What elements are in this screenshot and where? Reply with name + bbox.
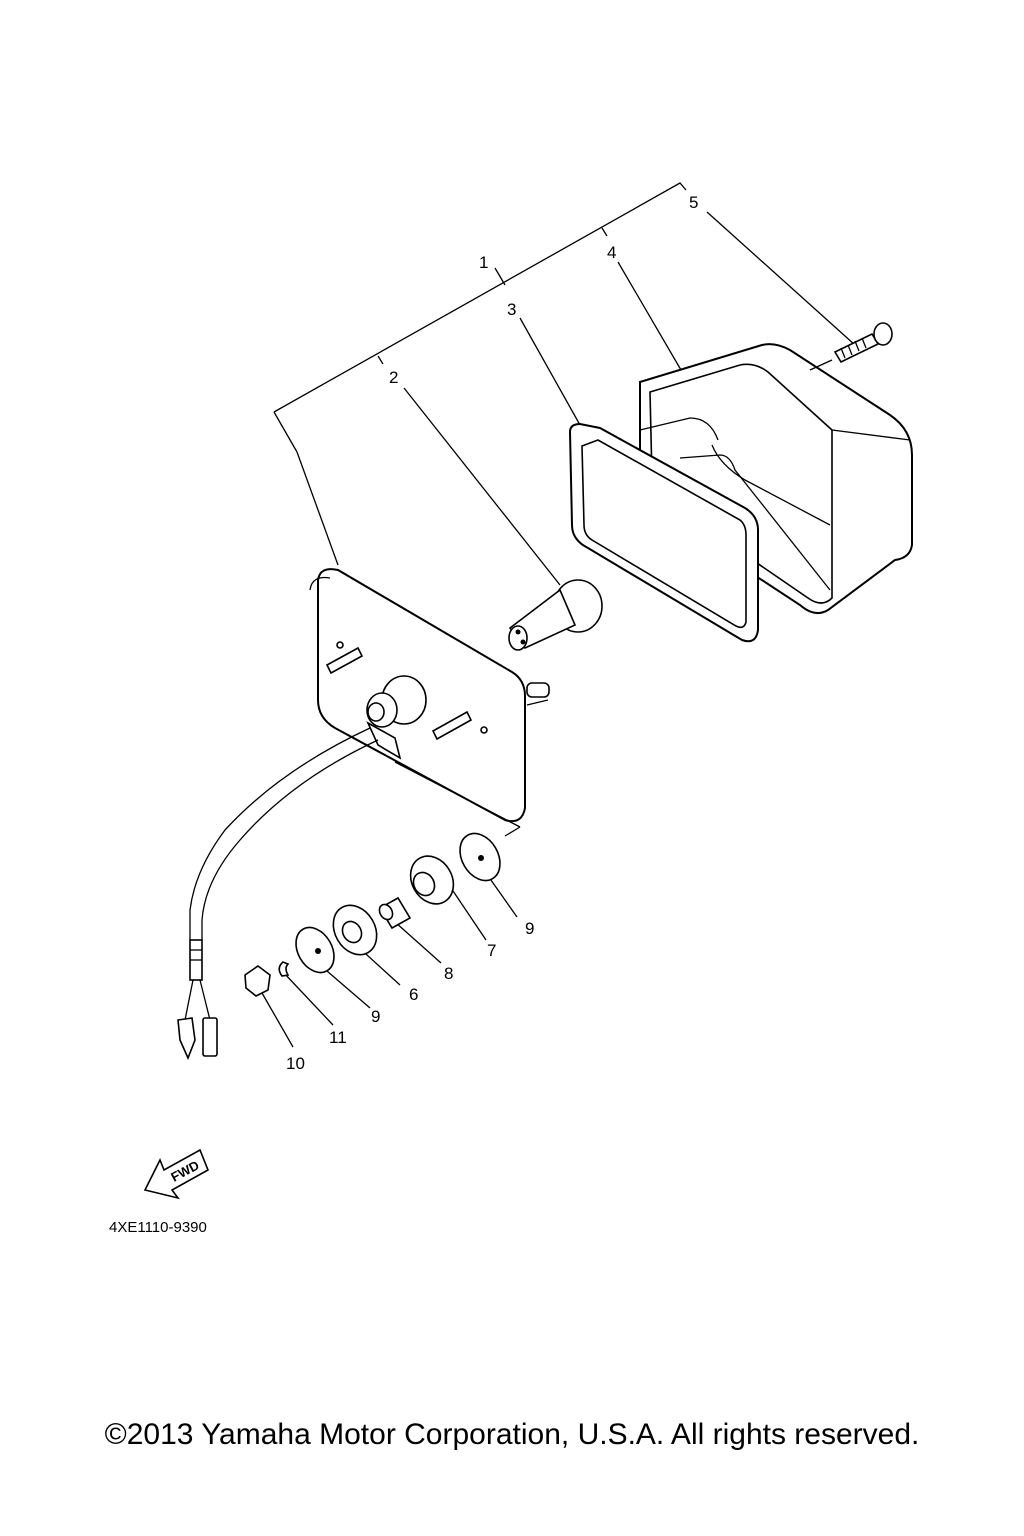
copyright-notice: ©2013 Yamaha Motor Corporation, U.S.A. A… [104,1418,920,1451]
callout-3: 3 [507,300,516,319]
bulb [508,579,603,651]
callout-5: 5 [689,193,698,212]
callouts: 1 2 3 4 5 6 7 8 9 9 10 11 [286,193,698,1073]
wire-harness [177,727,379,1061]
callout-2: 2 [389,368,398,387]
callout-10: 10 [286,1054,305,1073]
assembly-bracket [273,182,687,566]
callout-9-lower: 9 [371,1007,380,1026]
callout-9-upper: 9 [525,919,534,938]
leader-lines [261,211,856,1048]
hardware-stack [244,832,501,997]
lens-housing [639,343,913,615]
callout-1: 1 [479,253,488,272]
base-plate [309,568,550,837]
callout-4: 4 [607,243,616,262]
screw [809,322,893,371]
callout-8: 8 [444,964,453,983]
reference-code: 4XE1110-9390 [109,1219,207,1236]
callout-7: 7 [487,941,496,960]
callout-6: 6 [409,985,418,1004]
gasket [568,422,759,643]
fwd-arrow-icon: FWD [143,1148,210,1200]
callout-11: 11 [329,1028,347,1047]
